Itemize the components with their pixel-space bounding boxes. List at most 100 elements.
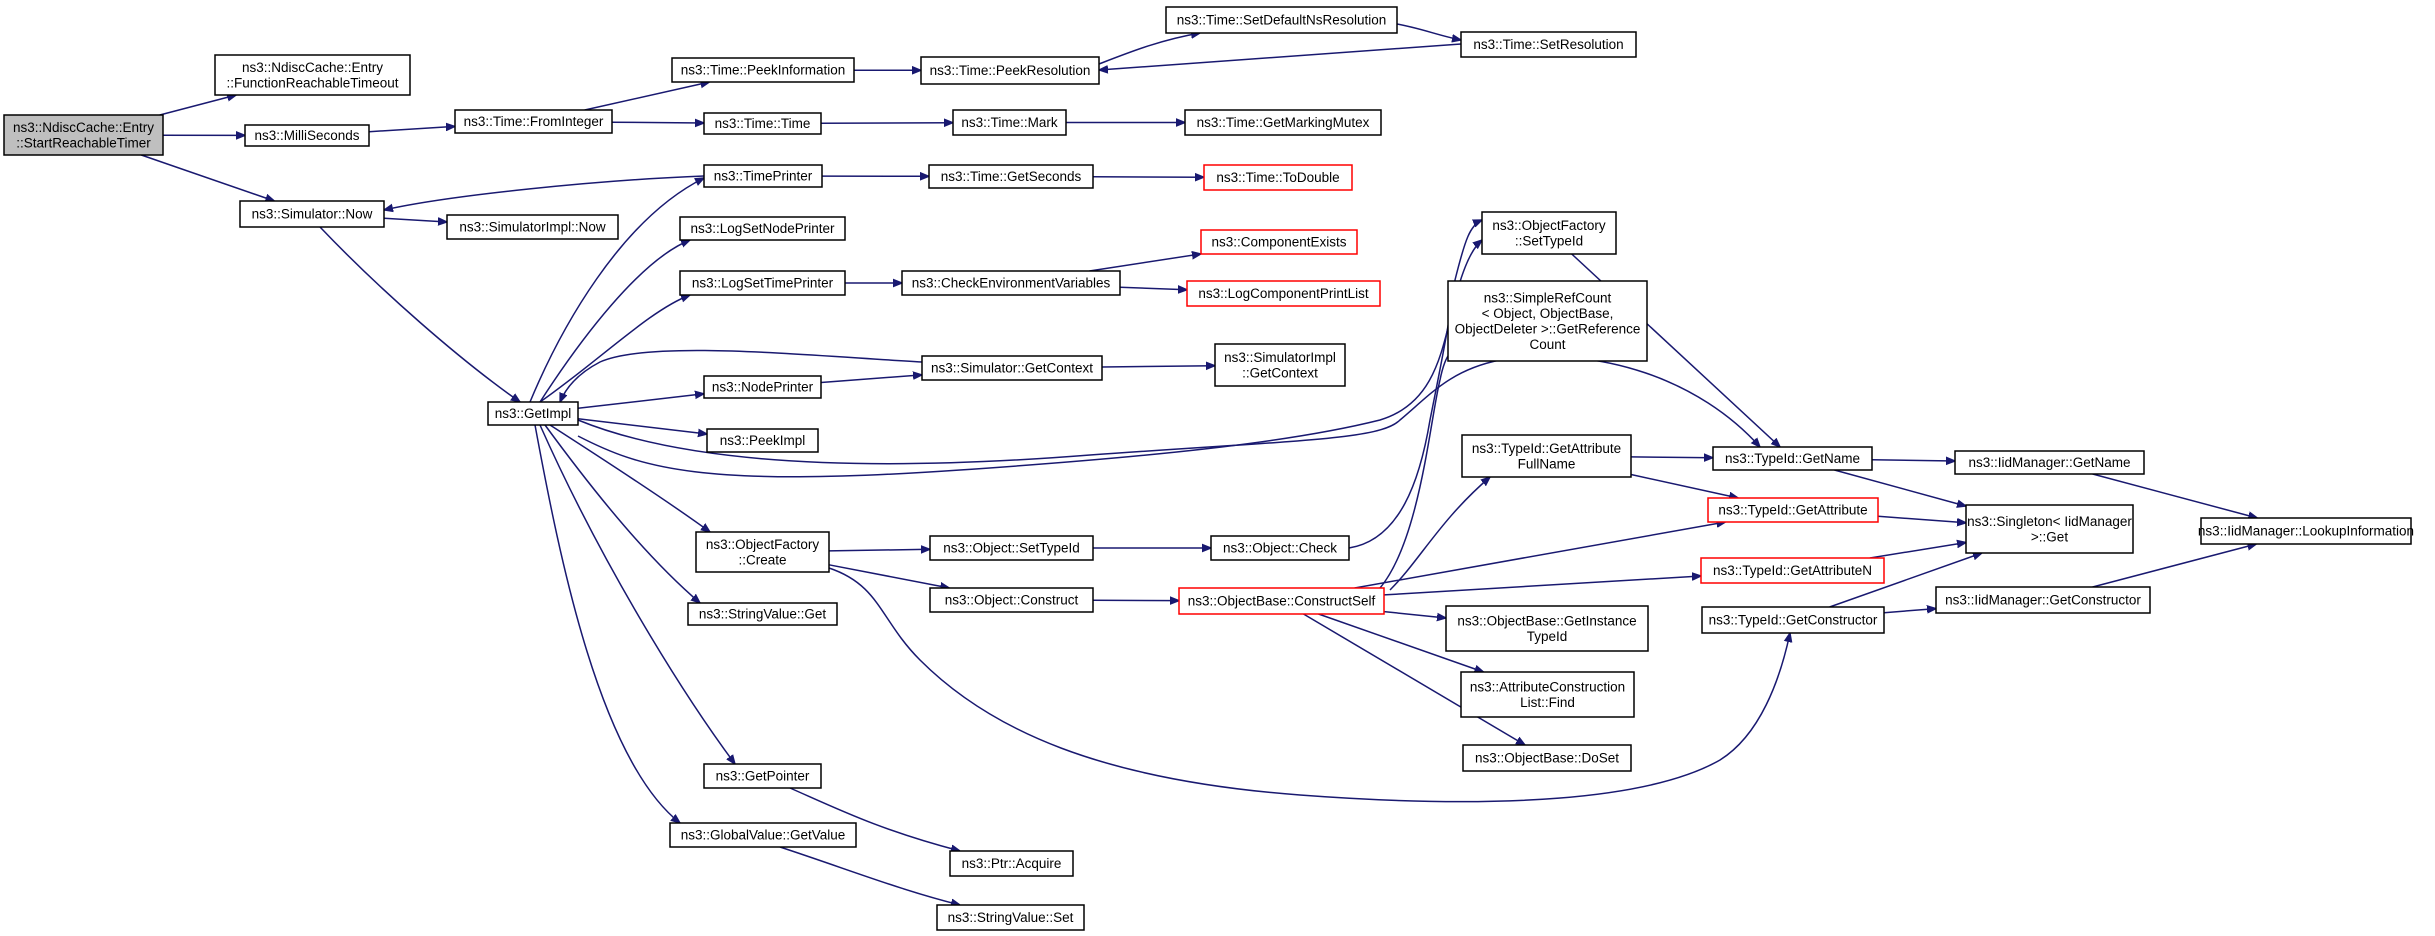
edge-getImpl-to-strValGet xyxy=(544,424,700,603)
node-typeIdGetCtor[interactable]: ns3::TypeId::GetConstructor xyxy=(1701,606,1885,634)
node-singleton[interactable]: ns3::Singleton< IidManager>::Get xyxy=(1965,504,2134,554)
node-peekRes[interactable]: ns3::Time::PeekResolution xyxy=(920,56,1100,85)
node-funcReach[interactable]: ns3::NdiscCache::Entry::FunctionReachabl… xyxy=(214,54,411,96)
node-objConstruct[interactable]: ns3::Object::Construct xyxy=(929,587,1094,613)
edge-objBaseConstruct-to-objBaseGetInst xyxy=(1383,610,1446,618)
node-timeTime[interactable]: ns3::Time::Time xyxy=(703,112,822,135)
node-label: ns3::Time::SetDefaultNsResolution xyxy=(1177,13,1387,28)
node-box xyxy=(706,428,819,453)
node-label: ns3::SimpleRefCount xyxy=(1484,290,1612,305)
edges-layer xyxy=(141,23,2257,905)
node-box xyxy=(1965,504,2134,554)
node-typeIdGetName[interactable]: ns3::TypeId::GetName xyxy=(1712,446,1873,471)
node-label: ns3::Simulator::Now xyxy=(252,207,373,222)
node-timePrinter[interactable]: ns3::TimePrinter xyxy=(703,164,823,188)
node-setRes[interactable]: ns3::Time::SetResolution xyxy=(1460,31,1637,58)
node-getPointer[interactable]: ns3::GetPointer xyxy=(703,763,822,789)
edge-typeIdGetAttr-to-singleton xyxy=(1877,515,1966,523)
node-compExists[interactable]: ns3::ComponentExists xyxy=(1200,229,1358,255)
node-objCheck[interactable]: ns3::Object::Check xyxy=(1210,535,1350,561)
edge-root-to-funcReach xyxy=(159,95,236,116)
edge-getImpl-to-getPointer xyxy=(539,424,735,764)
node-milli[interactable]: ns3::MilliSeconds xyxy=(244,124,370,147)
node-typeIdGetAttr[interactable]: ns3::TypeId::GetAttribute xyxy=(1707,497,1879,523)
node-peekImpl[interactable]: ns3::PeekImpl xyxy=(706,428,819,453)
node-typeIdGetAttrN[interactable]: ns3::TypeId::GetAttributeN xyxy=(1700,557,1885,584)
node-box xyxy=(703,164,823,188)
node-label: ns3::PeekImpl xyxy=(720,433,806,448)
node-box xyxy=(929,587,1094,613)
node-ptrAcquire[interactable]: ns3::Ptr::Acquire xyxy=(949,850,1074,877)
node-peekInfo[interactable]: ns3::Time::PeekInformation xyxy=(671,57,855,83)
node-box xyxy=(928,164,1094,189)
node-box xyxy=(952,109,1067,136)
node-objFactSetTypeId[interactable]: ns3::ObjectFactory::SetTypeId xyxy=(1481,211,1617,255)
node-box xyxy=(1200,229,1358,255)
node-logSetNode[interactable]: ns3::LogSetNodePrinter xyxy=(679,216,846,241)
node-iidGetName[interactable]: ns3::IidManager::GetName xyxy=(1954,450,2145,475)
node-box xyxy=(1701,606,1885,634)
node-simImplNow[interactable]: ns3::SimulatorImpl::Now xyxy=(446,214,619,240)
node-label: FullName xyxy=(1518,456,1576,471)
node-objFactCreate[interactable]: ns3::ObjectFactory::Create xyxy=(695,531,830,573)
edge-typeIdGetAttrFull-to-typeIdGetName xyxy=(1630,457,1713,458)
node-box xyxy=(679,216,846,241)
node-mark[interactable]: ns3::Time::Mark xyxy=(952,109,1067,136)
node-box xyxy=(1184,109,1382,136)
node-box xyxy=(1214,343,1346,387)
node-getSeconds[interactable]: ns3::Time::GetSeconds xyxy=(928,164,1094,189)
edge-simNow-to-getImpl xyxy=(319,226,520,402)
node-getMarkMutex[interactable]: ns3::Time::GetMarkingMutex xyxy=(1184,109,1382,136)
node-box xyxy=(487,401,579,426)
node-setDefNs[interactable]: ns3::Time::SetDefaultNsResolution xyxy=(1165,6,1398,34)
node-objBaseConstruct[interactable]: ns3::ObjectBase::ConstructSelf xyxy=(1178,587,1385,615)
node-objBaseDoSet[interactable]: ns3::ObjectBase::DoSet xyxy=(1462,744,1632,772)
node-label: ns3::ObjectFactory xyxy=(1492,218,1606,233)
node-box xyxy=(671,57,855,83)
node-simNow[interactable]: ns3::Simulator::Now xyxy=(239,200,385,228)
node-box xyxy=(703,375,822,399)
node-simGetContext[interactable]: ns3::Simulator::GetContext xyxy=(921,355,1103,381)
node-box xyxy=(1481,211,1617,255)
node-box xyxy=(679,270,846,296)
node-box xyxy=(1203,164,1353,191)
node-box xyxy=(1461,434,1632,478)
node-box xyxy=(454,109,613,134)
node-objSetTypeId[interactable]: ns3::Object::SetTypeId xyxy=(929,535,1094,561)
node-label: ns3::Time::Time xyxy=(715,116,811,131)
node-label: ns3::Object::Check xyxy=(1223,541,1337,556)
node-nodePrinter[interactable]: ns3::NodePrinter xyxy=(703,375,822,399)
node-strValSet[interactable]: ns3::StringValue::Set xyxy=(936,904,1085,931)
node-label: ns3::SimulatorImpl xyxy=(1224,350,1336,365)
node-simpleRef[interactable]: ns3::SimpleRefCount< Object, ObjectBase,… xyxy=(1447,280,1648,362)
node-iidGetCtor[interactable]: ns3::IidManager::GetConstructor xyxy=(1935,586,2151,614)
node-label: ns3::NodePrinter xyxy=(712,380,814,395)
node-logCompPrint[interactable]: ns3::LogComponentPrintList xyxy=(1186,280,1381,307)
node-strValGet[interactable]: ns3::StringValue::Get xyxy=(687,602,838,626)
edge-objBaseConstruct-to-typeIdGetAttr xyxy=(1354,522,1726,589)
node-iidLookup[interactable]: ns3::IidManager::LookupInformation xyxy=(2198,517,2414,545)
node-label: ns3::Object::Construct xyxy=(945,593,1079,608)
node-label: ns3::Singleton< IidManager xyxy=(1967,514,2132,529)
node-fromInt[interactable]: ns3::Time::FromInteger xyxy=(454,109,613,134)
node-box xyxy=(687,602,838,626)
node-label: ns3::Ptr::Acquire xyxy=(962,856,1062,871)
node-label: ns3::AttributeConstruction xyxy=(1470,679,1625,694)
node-label: ns3::NdiscCache::Entry xyxy=(242,60,383,75)
node-root[interactable]: ns3::NdiscCache::Entry::StartReachableTi… xyxy=(3,114,164,156)
node-label: ns3::ObjectFactory xyxy=(706,537,820,552)
node-toDouble[interactable]: ns3::Time::ToDouble xyxy=(1203,164,1353,191)
node-globalGet[interactable]: ns3::GlobalValue::GetValue xyxy=(669,822,857,848)
node-box xyxy=(669,822,857,848)
edge-timePrinter-to-simNow xyxy=(384,175,705,210)
node-getImpl[interactable]: ns3::GetImpl xyxy=(487,401,579,426)
nodes-layer: ns3::NdiscCache::Entry::StartReachableTi… xyxy=(3,6,2414,931)
node-simImplGetCtx[interactable]: ns3::SimulatorImpl::GetContext xyxy=(1214,343,1346,387)
node-logSetTime[interactable]: ns3::LogSetTimePrinter xyxy=(679,270,846,296)
edge-getImpl-to-globalGet xyxy=(534,424,680,823)
node-checkEnv[interactable]: ns3::CheckEnvironmentVariables xyxy=(901,270,1121,296)
node-label: ns3::ComponentExists xyxy=(1211,235,1346,250)
